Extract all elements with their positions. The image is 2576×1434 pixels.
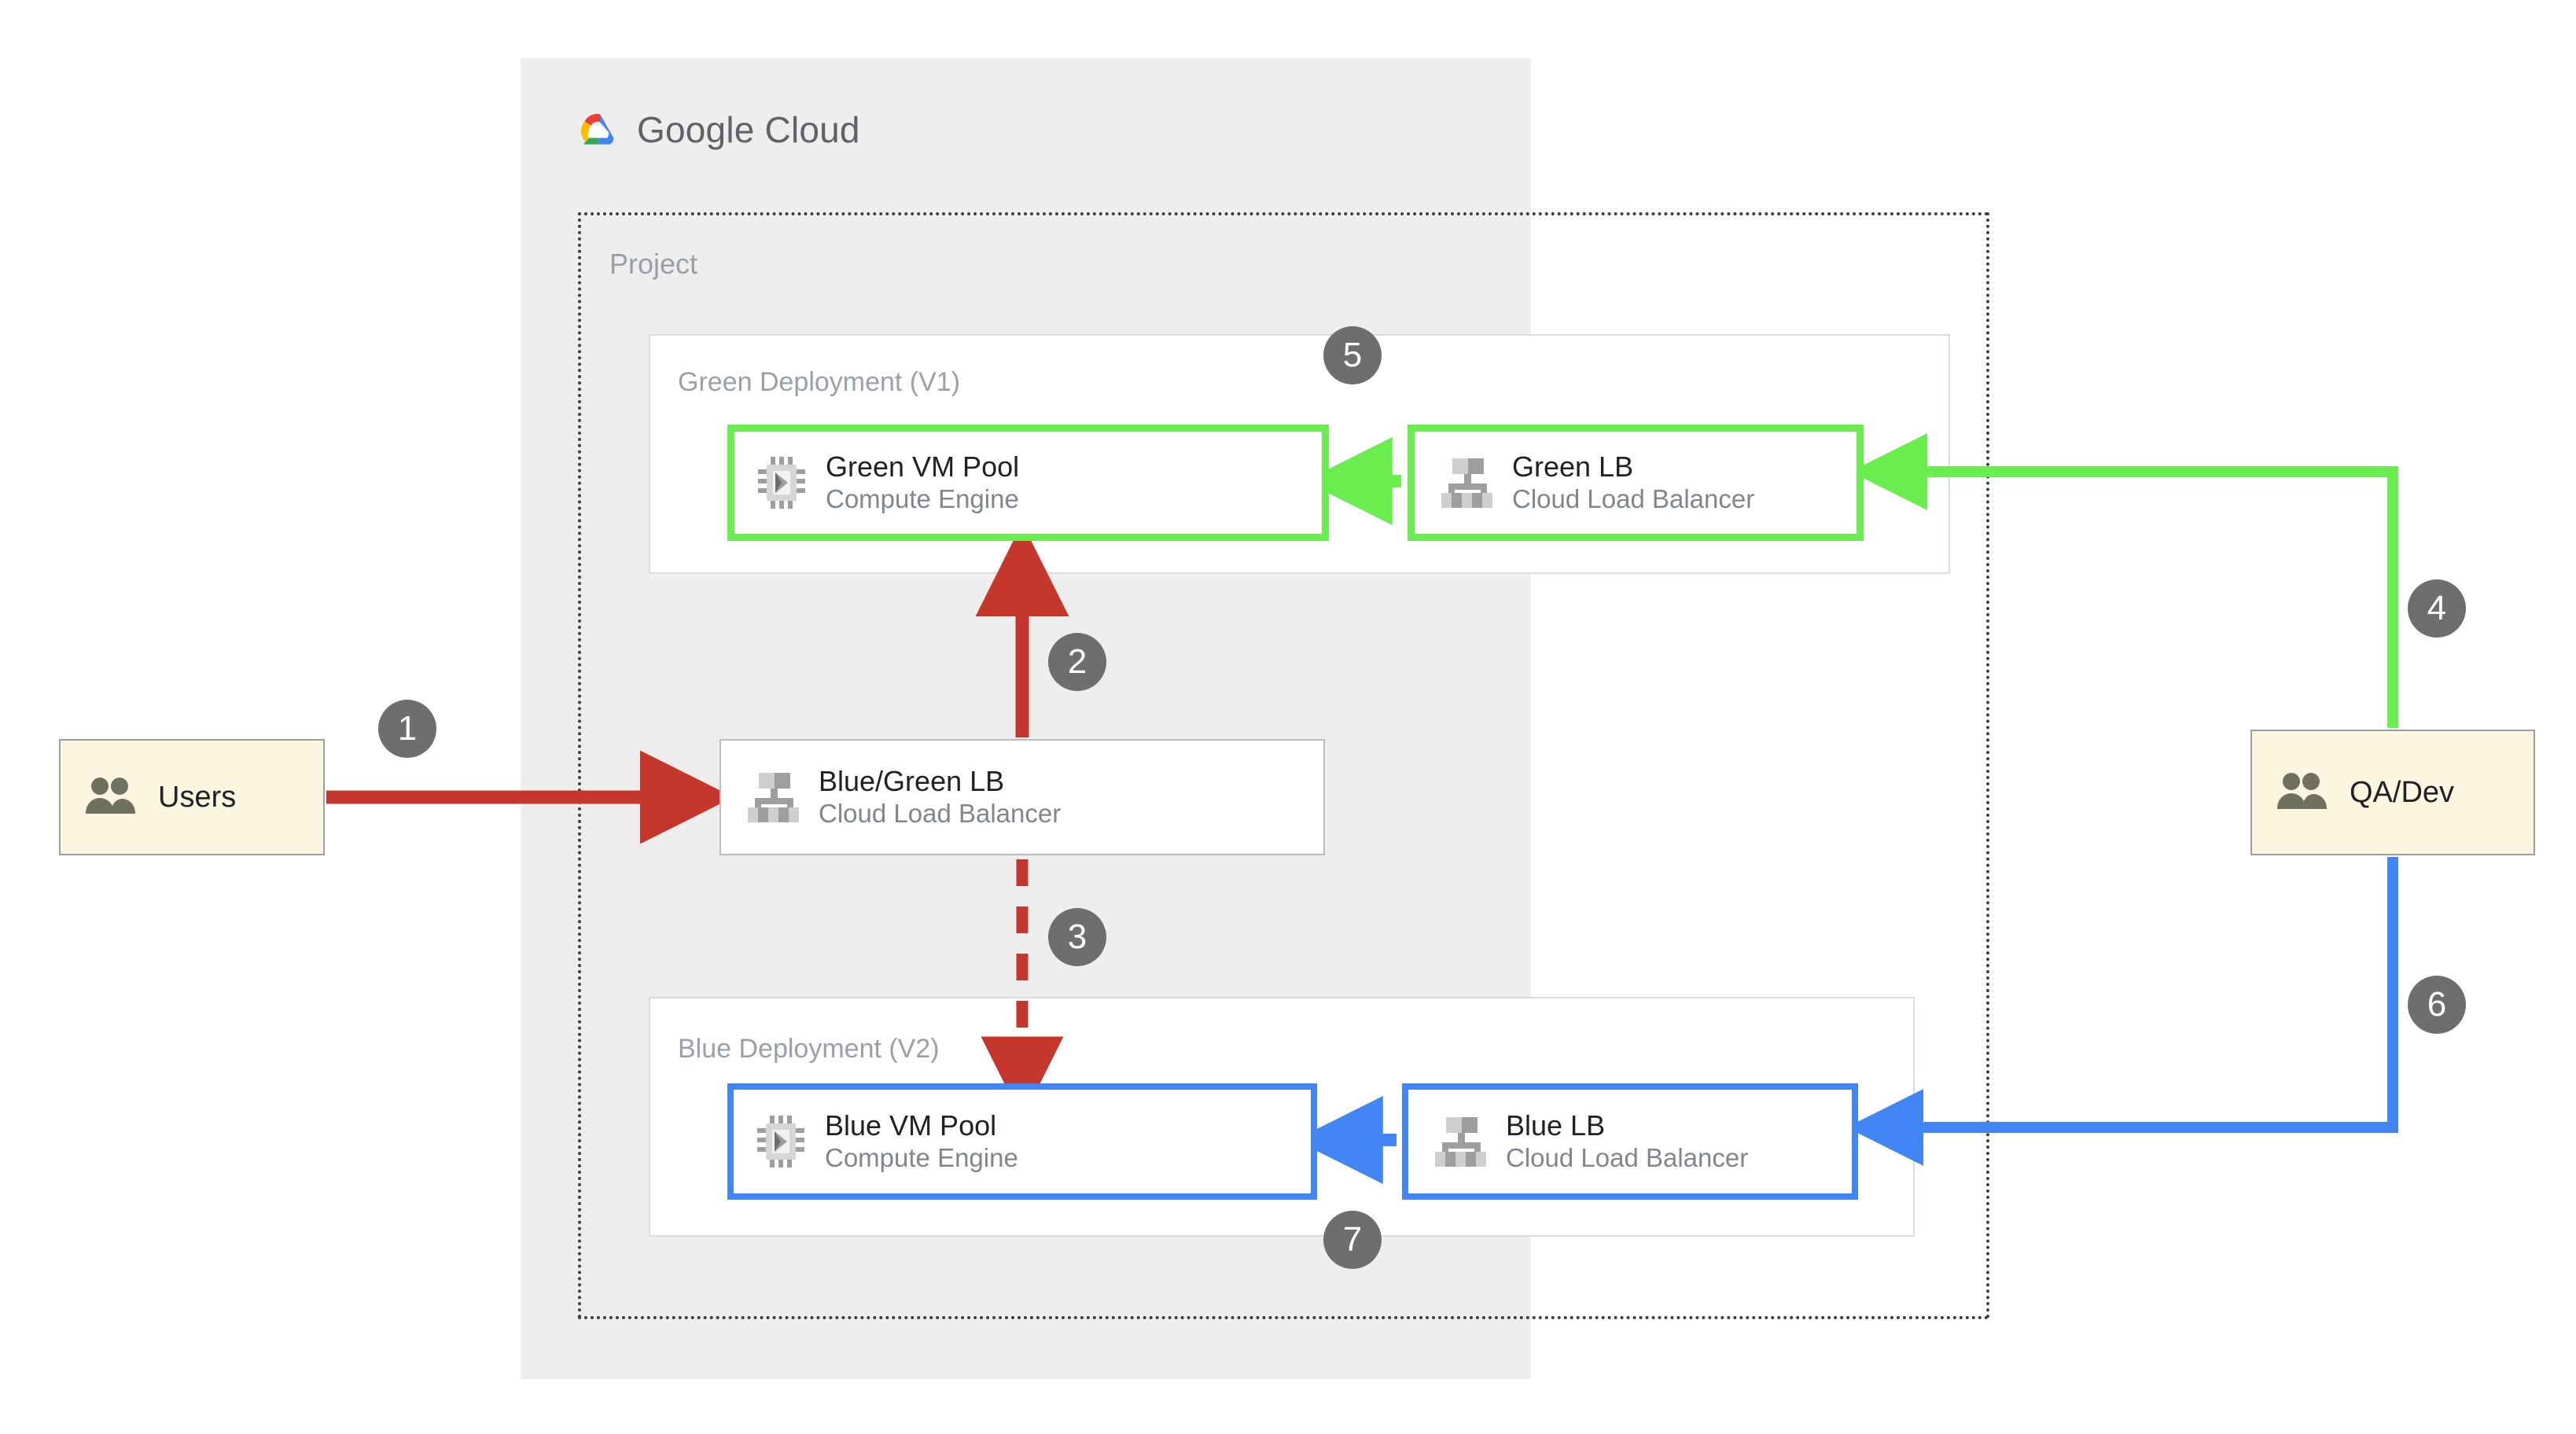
cpu-chip-icon	[757, 1116, 808, 1167]
cpu-chip-icon	[758, 457, 808, 509]
green-deployment-label: Green Deployment (V1)	[678, 367, 961, 397]
step-badge-7: 7	[1323, 1211, 1382, 1269]
load-balancer-icon	[745, 770, 801, 825]
node-blue-vm-pool-subtitle: Compute Engine	[825, 1143, 1018, 1173]
brand-cloud: Cloud	[764, 109, 860, 150]
node-users-label: Users	[158, 780, 237, 814]
node-green-vm-pool-title: Green VM Pool	[826, 450, 1020, 483]
node-green-lb-subtitle: Cloud Load Balancer	[1512, 484, 1755, 514]
people-icon	[84, 776, 141, 818]
node-blue-lb-title: Blue LB	[1506, 1109, 1606, 1142]
step-badge-6: 6	[2408, 976, 2466, 1034]
blue-deployment-label: Blue Deployment (V2)	[678, 1034, 940, 1064]
step-badge-1: 1	[378, 700, 436, 758]
project-label: Project	[609, 248, 698, 280]
load-balancer-icon	[1432, 1114, 1489, 1169]
people-icon	[2276, 771, 2332, 814]
step-badge-3: 3	[1048, 908, 1106, 966]
node-blue-green-lb[interactable]: Blue/Green LB Cloud Load Balancer	[719, 739, 1325, 855]
node-blue-vm-pool[interactable]: Blue VM Pool Compute Engine	[727, 1083, 1317, 1200]
node-green-vm-pool[interactable]: Green VM Pool Compute Engine	[727, 425, 1329, 541]
node-blue-vm-pool-texts: Blue VM Pool Compute Engine	[825, 1109, 1018, 1174]
node-blue-green-lb-subtitle: Cloud Load Balancer	[819, 799, 1062, 829]
project-boundary	[578, 212, 1989, 1319]
node-green-lb-title: Green LB	[1512, 450, 1634, 483]
brand-google: Google	[637, 109, 755, 150]
step-badge-5: 5	[1323, 326, 1382, 384]
google-cloud-logo-icon	[574, 109, 623, 150]
node-green-lb[interactable]: Green LB Cloud Load Balancer	[1408, 425, 1864, 541]
node-blue-lb-texts: Blue LB Cloud Load Balancer	[1506, 1109, 1748, 1174]
google-cloud-brand: Google Cloud	[574, 108, 860, 151]
connector-qadev-to-greenlb	[1850, 433, 2398, 728]
step-badge-4: 4	[2408, 579, 2466, 638]
load-balancer-icon	[1438, 455, 1495, 510]
node-green-lb-texts: Green LB Cloud Load Balancer	[1512, 450, 1754, 515]
node-blue-green-lb-texts: Blue/Green LB Cloud Load Balancer	[819, 765, 1061, 829]
node-blue-vm-pool-title: Blue VM Pool	[825, 1109, 997, 1142]
node-qa-dev-label: QA/Dev	[2350, 775, 2455, 809]
brand-text: Google Cloud	[637, 108, 860, 151]
node-qa-dev[interactable]: QA/Dev	[2250, 730, 2535, 855]
step-badge-2: 2	[1048, 633, 1106, 691]
node-users[interactable]: Users	[59, 739, 325, 855]
node-blue-green-lb-title: Blue/Green LB	[819, 764, 1005, 797]
node-blue-lb[interactable]: Blue LB Cloud Load Balancer	[1402, 1083, 1858, 1200]
node-blue-lb-subtitle: Cloud Load Balancer	[1506, 1143, 1749, 1173]
node-green-vm-pool-subtitle: Compute Engine	[826, 484, 1019, 514]
node-green-vm-pool-texts: Green VM Pool Compute Engine	[826, 450, 1019, 515]
connector-qadev-to-bluelb	[1846, 857, 2398, 1166]
